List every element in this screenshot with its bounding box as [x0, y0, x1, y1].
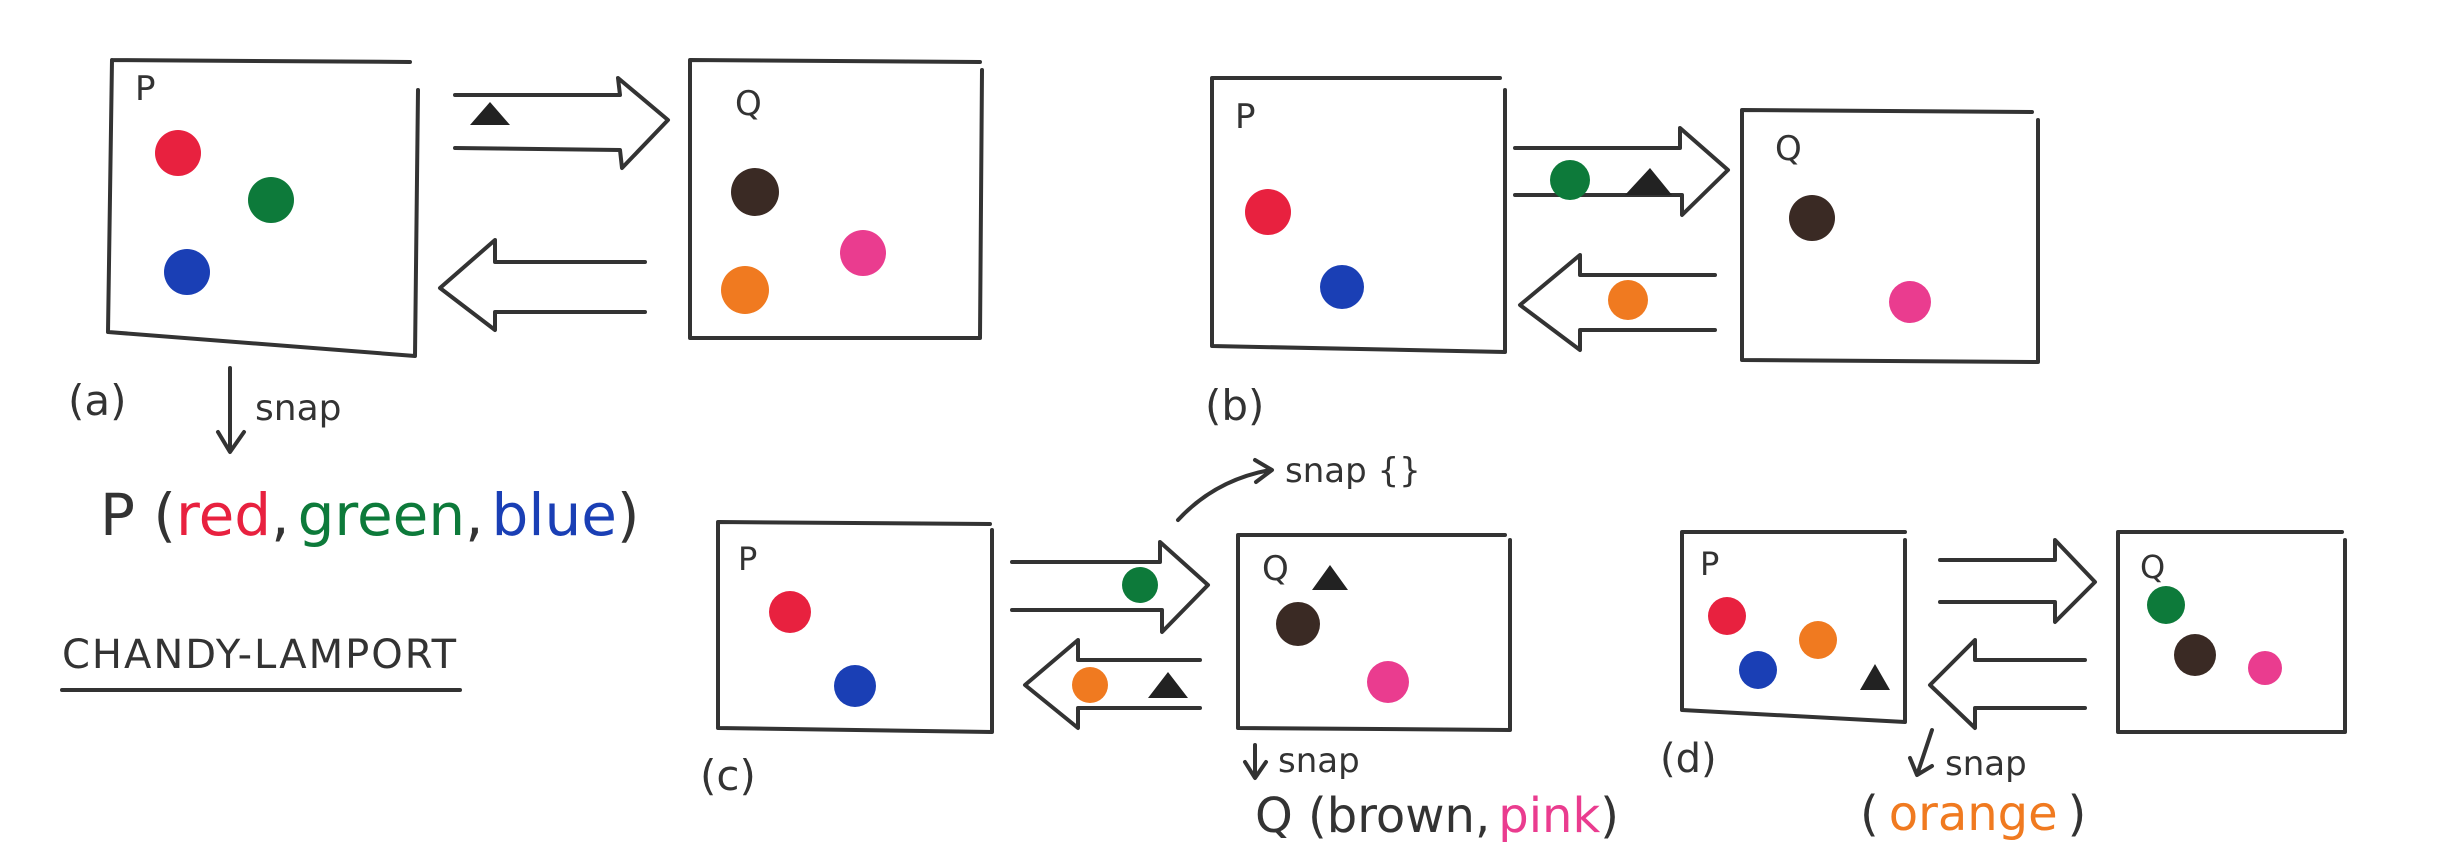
panel-b-p-box	[1210, 76, 1507, 354]
panel-d-arrow-p-to-q	[1938, 538, 2097, 624]
panel-a-snap-label: snap	[255, 388, 341, 429]
panel-d-q-title: Q	[2140, 548, 2165, 586]
marker-orange	[1608, 280, 1648, 320]
snapshot-prefix: Q (	[1255, 788, 1327, 844]
marker-red	[1245, 189, 1291, 235]
marker-triangle	[1860, 664, 1890, 690]
marker-orange	[721, 266, 769, 314]
panel-a-label: (a)	[68, 376, 127, 425]
caption-title: CHANDY-LAMPORT	[62, 632, 458, 678]
marker-green	[248, 177, 294, 223]
panel-a-q-title: Q	[735, 84, 762, 124]
marker-triangle	[470, 102, 510, 125]
marker-red	[1708, 597, 1746, 635]
snapshot-suffix: )	[1600, 788, 1619, 844]
marker-blue	[834, 665, 876, 707]
snapshot-green: green	[298, 481, 466, 549]
panel-c-snap-arrow	[1243, 743, 1268, 780]
panel-d-p-title: P	[1700, 545, 1719, 583]
snapshot-suffix: )	[617, 481, 640, 549]
marker-triangle	[1148, 672, 1188, 698]
panel-a-snapshot: P (red,green,blue)	[100, 481, 640, 549]
marker-pink	[1367, 661, 1409, 703]
panel-a-snap-arrow	[216, 366, 246, 454]
panel-b: P Q (b)	[1205, 76, 2040, 430]
marker-blue	[1320, 265, 1364, 309]
panel-d-q-box	[2116, 530, 2347, 734]
panel-c-q-box	[1236, 533, 1512, 732]
panel-c-channel-snap-label: snap {}	[1285, 451, 1421, 491]
panel-c-label: (c)	[700, 751, 756, 800]
panel-c-snap-label: snap	[1278, 741, 1360, 781]
panel-c-arrow-q-to-p	[1023, 638, 1202, 730]
panel-b-arrow-q-to-p	[1518, 253, 1717, 352]
marker-brown	[1789, 195, 1835, 241]
panel-a-q-box	[688, 58, 984, 340]
panel-c-channel-snap-arrow	[1176, 458, 1274, 522]
panel-c-q-title: Q	[1262, 549, 1289, 589]
snapshot-prefix: P (	[100, 481, 176, 549]
panel-b-q-box	[1740, 108, 2040, 364]
marker-blue	[164, 249, 210, 295]
marker-pink	[1889, 281, 1931, 323]
marker-green	[2147, 586, 2185, 624]
panel-d-label: (d)	[1660, 736, 1717, 782]
snapshot-red: red	[176, 481, 271, 549]
panel-a-p-title: P	[135, 69, 156, 109]
panel-d: P Q (d) snap (orange)	[1660, 530, 2347, 842]
marker-red	[769, 591, 811, 633]
panel-a-arrow-p-to-q	[453, 76, 670, 170]
marker-pink	[840, 230, 886, 276]
marker-blue	[1739, 651, 1777, 689]
panel-c-p-title: P	[738, 540, 757, 578]
marker-orange	[1799, 621, 1837, 659]
marker-orange	[1072, 667, 1108, 703]
panel-a: P Q (a) snap P (red,green,blue) CHANDY-L…	[60, 58, 984, 692]
panel-b-p-title: P	[1235, 97, 1256, 137]
marker-green	[1550, 160, 1590, 200]
marker-green	[1122, 567, 1158, 603]
marker-brown	[1276, 602, 1320, 646]
snapshot-pink: pink	[1498, 788, 1600, 844]
snapshot-brown: brown	[1327, 788, 1475, 844]
panel-d-p-box	[1680, 530, 1907, 724]
marker-triangle	[1312, 565, 1348, 590]
snapshot-prefix: (	[1860, 786, 1879, 842]
panel-d-snap-label: snap	[1945, 744, 2027, 784]
panel-c: P snap {} Q (c) snap Q (brown,pink)	[700, 451, 1619, 844]
panel-d-snapshot: (orange)	[1860, 786, 2086, 842]
marker-brown	[2174, 634, 2216, 676]
panel-c-p-box	[716, 520, 994, 734]
marker-triangle	[1625, 168, 1672, 195]
panel-b-label: (b)	[1205, 381, 1264, 430]
snapshot-comma: ,	[271, 481, 289, 549]
panel-b-arrow-p-to-q	[1513, 126, 1730, 217]
panel-c-snapshot: Q (brown,pink)	[1255, 788, 1619, 844]
marker-brown	[731, 168, 779, 216]
panel-c-arrow-p-to-q	[1010, 540, 1210, 634]
panel-a-arrow-q-to-p	[438, 238, 647, 332]
snapshot-comma: ,	[465, 481, 483, 549]
snapshot-comma: ,	[1475, 788, 1490, 844]
panel-b-q-title: Q	[1775, 129, 1802, 169]
marker-pink	[2248, 651, 2282, 685]
panel-d-snap-arrow	[1908, 728, 1934, 777]
marker-red	[155, 130, 201, 176]
panel-a-p-box	[106, 58, 420, 358]
snapshot-blue: blue	[492, 481, 617, 549]
snapshot-orange: orange	[1889, 786, 2058, 842]
panel-d-arrow-q-to-p	[1928, 638, 2087, 730]
snapshot-suffix: )	[2068, 786, 2087, 842]
